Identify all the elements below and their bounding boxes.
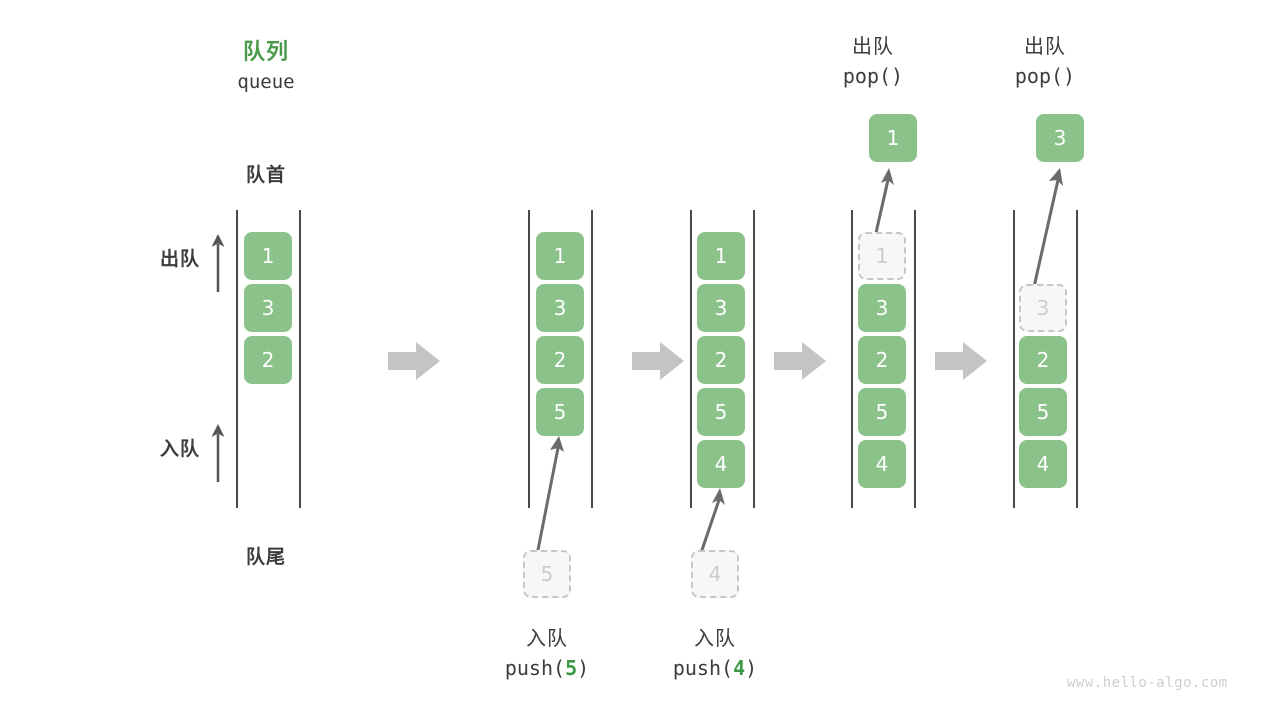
queue-rail-left bbox=[528, 210, 530, 508]
operation-label-cn: 入队 bbox=[526, 626, 568, 650]
queue-element: 4 bbox=[858, 440, 906, 488]
popped-element: 1 bbox=[869, 114, 917, 162]
queue-rail-left bbox=[851, 210, 853, 508]
dequeue-direction-arrow-icon bbox=[211, 234, 225, 292]
popped-element: 3 bbox=[1036, 114, 1084, 162]
operation-label-cn: 入队 bbox=[694, 626, 736, 650]
queue-element: 3 bbox=[858, 284, 906, 332]
queue-element: 3 bbox=[244, 284, 292, 332]
queue-element: 3 bbox=[536, 284, 584, 332]
queue-element: 2 bbox=[1019, 336, 1067, 384]
flow-arrow-icon bbox=[632, 342, 684, 380]
code-prefix: push( bbox=[504, 656, 566, 680]
queue-element: 2 bbox=[858, 336, 906, 384]
code-arg: 5 bbox=[565, 656, 578, 680]
incoming-element-ghost: 4 bbox=[691, 550, 739, 598]
code-suffix: ) bbox=[577, 656, 590, 680]
queue-rail-right bbox=[299, 210, 301, 508]
queue-element: 5 bbox=[536, 388, 584, 436]
enqueue-direction-arrow-icon bbox=[211, 424, 225, 482]
enqueue-direction-label: 入队 bbox=[159, 438, 200, 460]
flow-arrow-icon bbox=[388, 342, 440, 380]
push-arrow-icon bbox=[700, 488, 725, 552]
operation-label-cn: 出队 bbox=[852, 34, 894, 58]
queue-element: 4 bbox=[697, 440, 745, 488]
queue-element: 1 bbox=[536, 232, 584, 280]
diagram-title-en: queue bbox=[237, 71, 295, 93]
queue-element: 2 bbox=[536, 336, 584, 384]
queue-rail-right bbox=[753, 210, 755, 508]
queue-rail-left bbox=[690, 210, 692, 508]
operation-label-code: push(5) bbox=[467, 656, 627, 680]
incoming-element-ghost: 5 bbox=[523, 550, 571, 598]
queue-rail-left bbox=[236, 210, 238, 508]
queue-element: 3 bbox=[697, 284, 745, 332]
operation-label-code: pop() bbox=[1014, 64, 1076, 88]
queue-element: 5 bbox=[697, 388, 745, 436]
flow-arrow-icon bbox=[774, 342, 826, 380]
queue-element: 2 bbox=[244, 336, 292, 384]
queue-rail-right bbox=[914, 210, 916, 508]
popped-element-ghost: 1 bbox=[858, 232, 906, 280]
popped-element-ghost: 3 bbox=[1019, 284, 1067, 332]
queue-head-label: 队首 bbox=[245, 164, 286, 186]
queue-element: 5 bbox=[1019, 388, 1067, 436]
diagram-title-cn: 队列 bbox=[242, 40, 289, 65]
operation-label-cn: 出队 bbox=[1024, 34, 1066, 58]
queue-element: 2 bbox=[697, 336, 745, 384]
queue-element: 4 bbox=[1019, 440, 1067, 488]
code-prefix: push( bbox=[672, 656, 734, 680]
queue-element: 1 bbox=[244, 232, 292, 280]
code-arg: 4 bbox=[733, 656, 746, 680]
queue-tail-label: 队尾 bbox=[245, 546, 286, 568]
operation-label-code: push(4) bbox=[635, 656, 795, 680]
push-arrow-icon bbox=[536, 436, 564, 552]
flow-arrow-icon bbox=[935, 342, 987, 380]
queue-rail-right bbox=[1076, 210, 1078, 508]
code-suffix: ) bbox=[745, 656, 758, 680]
watermark: www.hello-algo.com bbox=[1067, 675, 1228, 691]
operation-label-code: pop() bbox=[842, 64, 904, 88]
queue-element: 1 bbox=[697, 232, 745, 280]
queue-rail-right bbox=[591, 210, 593, 508]
pop-arrow-icon bbox=[1030, 168, 1063, 298]
queue-rail-left bbox=[1013, 210, 1015, 508]
queue-element: 5 bbox=[858, 388, 906, 436]
dequeue-direction-label: 出队 bbox=[159, 248, 200, 270]
